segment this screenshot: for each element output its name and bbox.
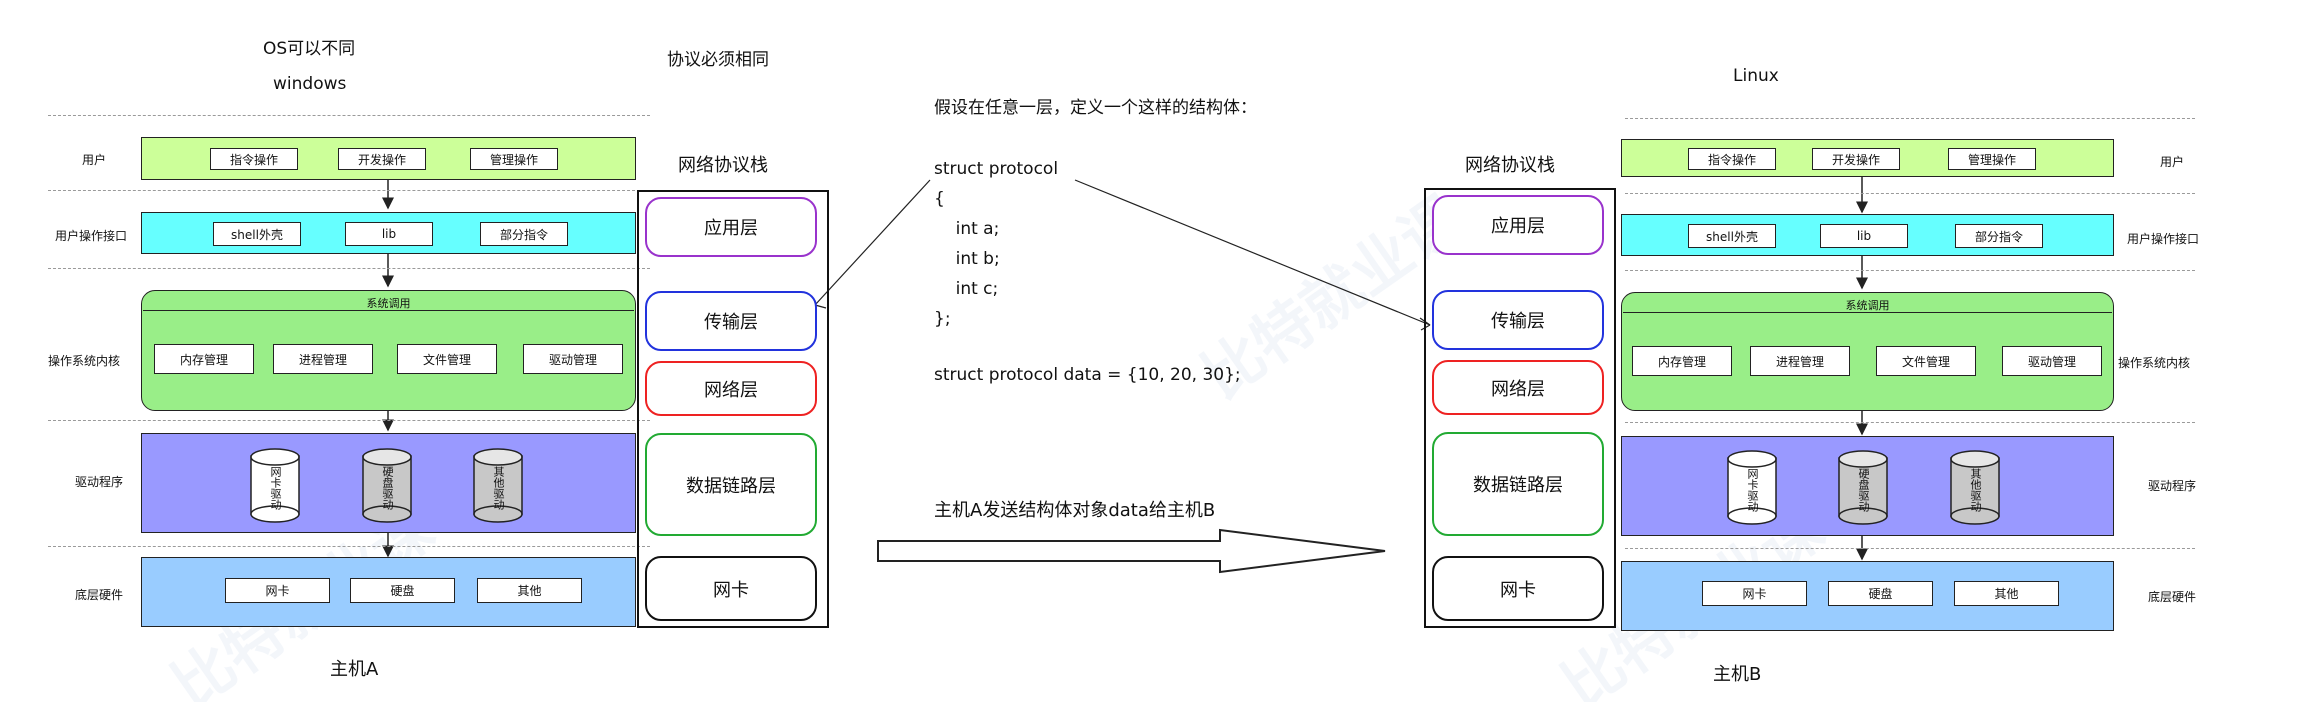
pointer-line-a xyxy=(814,179,931,306)
row-label-shell: 用户操作接口 xyxy=(55,229,128,243)
row-label-kernel: 操作系统内核 xyxy=(48,354,121,368)
nic-driver-cylinder xyxy=(250,448,300,523)
row-divider xyxy=(1625,548,2195,549)
hardware-item-nic: 网卡 xyxy=(1702,581,1807,606)
shell-item-lib: lib xyxy=(1820,224,1908,248)
layer-nic-a: 网卡 xyxy=(645,556,817,621)
stack-title-a: 网络协议栈 xyxy=(678,155,768,176)
row-label-hardware: 底层硬件 xyxy=(75,588,124,602)
host-a-caption: 主机A xyxy=(330,659,379,680)
user-item-manage: 管理操作 xyxy=(1948,148,2036,170)
layer-application-a: 应用层 xyxy=(645,197,817,257)
layer-nic-b: 网卡 xyxy=(1432,556,1604,621)
syscall-divider xyxy=(1623,312,2112,313)
user-item-command: 指令操作 xyxy=(210,148,298,170)
disk-driver-cylinder xyxy=(1838,450,1888,525)
host-a-os-name: windows xyxy=(273,74,347,94)
driver-label-disk: 硬盘驱动 xyxy=(381,466,394,510)
kernel-item-memory: 内存管理 xyxy=(1632,346,1732,376)
disk-driver-cylinder xyxy=(362,448,412,523)
user-item-develop: 开发操作 xyxy=(338,148,426,170)
code-line-7: struct protocol data = {10, 20, 30}; xyxy=(934,365,1241,385)
user-item-command: 指令操作 xyxy=(1688,148,1776,170)
row-label-shell: 用户操作接口 xyxy=(2127,232,2200,246)
other-driver-cylinder xyxy=(1950,450,2000,525)
kernel-item-process: 进程管理 xyxy=(1750,346,1850,376)
row-label-kernel: 操作系统内核 xyxy=(2118,356,2191,370)
layer-network-a: 网络层 xyxy=(645,361,817,416)
protocol-stack-frame-b xyxy=(1424,188,1616,628)
layer-transport-a: 传输层 xyxy=(645,291,817,351)
hardware-item-disk: 硬盘 xyxy=(350,578,455,603)
row-label-driver: 驱动程序 xyxy=(2148,479,2197,493)
row-divider xyxy=(48,115,650,116)
kernel-item-file: 文件管理 xyxy=(1876,346,1976,376)
syscall-label: 系统调用 xyxy=(1845,299,1890,312)
kernel-item-file: 文件管理 xyxy=(397,344,497,374)
os-different-note: OS可以不同 xyxy=(263,39,356,59)
protocol-stack-frame-a xyxy=(637,190,829,628)
row-divider xyxy=(48,546,650,547)
send-caption: 主机A发送结构体对象data给主机B xyxy=(934,500,1216,521)
layer-datalink-a: 数据链路层 xyxy=(645,433,817,536)
send-arrow xyxy=(877,528,1386,574)
kernel-item-process: 进程管理 xyxy=(273,344,373,374)
hardware-item-other: 其他 xyxy=(1954,581,2059,606)
row-label-user: 用户 xyxy=(82,153,107,167)
code-intro: 假设在任意一层，定义一个这样的结构体： xyxy=(934,98,1257,118)
kernel-item-memory: 内存管理 xyxy=(154,344,254,374)
hardware-item-nic: 网卡 xyxy=(225,578,330,603)
other-driver-cylinder xyxy=(473,448,523,523)
protocol-same-note: 协议必须相同 xyxy=(667,50,769,70)
hardware-item-disk: 硬盘 xyxy=(1828,581,1933,606)
row-divider xyxy=(1625,118,2195,119)
driver-label-disk: 硬盘驱动 xyxy=(1857,468,1870,512)
code-line-3: int b; xyxy=(934,249,1000,269)
layer-transport-b: 传输层 xyxy=(1432,290,1604,350)
host-b-caption: 主机B xyxy=(1713,664,1762,685)
driver-label-nic: 网卡驱动 xyxy=(269,466,282,510)
shell-item-shell: shell外壳 xyxy=(1688,224,1776,248)
layer-datalink-b: 数据链路层 xyxy=(1432,432,1604,536)
code-line-5: }; xyxy=(934,309,951,329)
row-divider xyxy=(1625,193,2195,194)
kernel-item-driver: 驱动管理 xyxy=(523,344,623,374)
row-divider xyxy=(48,268,650,269)
code-line-1: { xyxy=(934,189,945,209)
hardware-item-other: 其他 xyxy=(477,578,582,603)
code-line-2: int a; xyxy=(934,219,1000,239)
row-label-hardware: 底层硬件 xyxy=(2148,590,2197,604)
row-divider xyxy=(48,420,650,421)
layer-network-b: 网络层 xyxy=(1432,360,1604,415)
kernel-item-driver: 驱动管理 xyxy=(2002,346,2102,376)
nic-driver-cylinder xyxy=(1727,450,1777,525)
syscall-divider xyxy=(143,310,634,311)
layer-application-b: 应用层 xyxy=(1432,195,1604,255)
row-divider xyxy=(1625,422,2195,423)
row-label-driver: 驱动程序 xyxy=(75,475,124,489)
stack-title-b: 网络协议栈 xyxy=(1465,155,1555,176)
shell-item-partial-commands: 部分指令 xyxy=(480,222,568,246)
shell-item-lib: lib xyxy=(345,222,433,246)
driver-label-nic: 网卡驱动 xyxy=(1746,468,1759,512)
shell-item-partial-commands: 部分指令 xyxy=(1955,224,2043,248)
driver-label-other: 其他驱动 xyxy=(1969,468,1982,512)
syscall-label: 系统调用 xyxy=(366,297,411,310)
host-b-os-name: Linux xyxy=(1733,66,1779,86)
row-divider xyxy=(1625,270,2195,271)
row-divider xyxy=(48,190,650,191)
driver-label-other: 其他驱动 xyxy=(492,466,505,510)
row-label-user: 用户 xyxy=(2160,155,2185,169)
code-line-4: int c; xyxy=(934,279,999,299)
user-item-develop: 开发操作 xyxy=(1812,148,1900,170)
user-item-manage: 管理操作 xyxy=(470,148,558,170)
shell-item-shell: shell外壳 xyxy=(213,222,301,246)
code-line-0: struct protocol xyxy=(934,159,1059,179)
pointer-line-b xyxy=(1074,179,1431,326)
